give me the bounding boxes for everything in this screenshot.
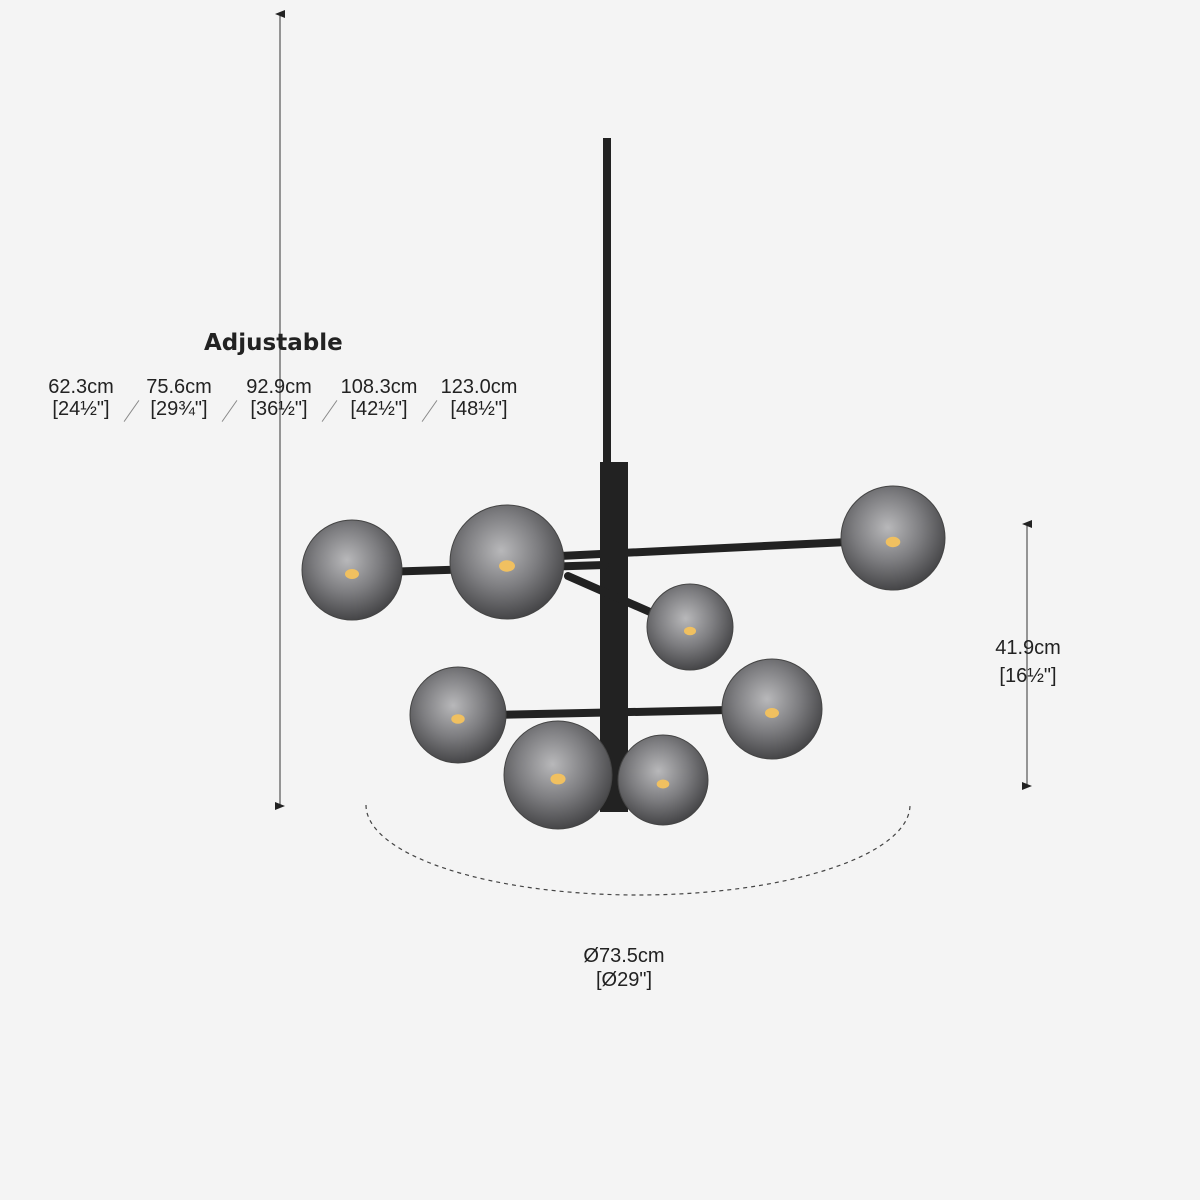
length-option: 62.3cm[24½"] <box>26 376 136 420</box>
body-height-inch: [16½"] <box>999 665 1057 687</box>
bulb <box>451 714 465 724</box>
length-option: 92.9cm[36½"] <box>224 376 334 420</box>
glass-globe <box>646 583 734 671</box>
length-cm: 108.3cm <box>340 376 418 398</box>
length-cm: 92.9cm <box>246 376 312 398</box>
bulb <box>499 560 515 572</box>
length-inch: [36½"] <box>250 398 308 420</box>
diameter-cm: Ø73.5cm <box>583 945 665 967</box>
length-cm: 62.3cm <box>48 376 114 398</box>
bulb <box>656 779 670 789</box>
length-option: 108.3cm[42½"] <box>324 376 434 420</box>
glass-globe <box>617 734 709 826</box>
length-inch: [24½"] <box>52 398 110 420</box>
glass-globe <box>840 485 946 591</box>
length-cm: 75.6cm <box>146 376 212 398</box>
bulb <box>885 536 901 548</box>
diameter-inch: [Ø29"] <box>595 969 652 991</box>
body-height-cm: 41.9cm <box>995 637 1061 659</box>
diameter-arc <box>365 804 911 896</box>
adjustable-title: Adjustable <box>204 330 343 356</box>
glass-globe <box>409 666 507 764</box>
glass-globe <box>721 658 823 760</box>
length-inch: [29¾"] <box>150 398 208 420</box>
bulb <box>683 626 697 636</box>
glass-globe <box>503 720 613 830</box>
diameter-label: Ø73.5cm [Ø29"] <box>564 944 684 992</box>
bulb <box>765 708 779 718</box>
bulb <box>345 569 359 579</box>
bulb <box>550 773 566 785</box>
length-option: 123.0cm[48½"] <box>424 376 534 420</box>
rod <box>603 138 611 468</box>
length-option: 75.6cm[29¾"] <box>124 376 234 420</box>
length-inch: [48½"] <box>450 398 508 420</box>
length-cm: 123.0cm <box>440 376 518 398</box>
body-height-label: 41.9cm [16½"] <box>980 634 1076 690</box>
glass-globe <box>449 504 565 620</box>
length-inch: [42½"] <box>350 398 408 420</box>
glass-globe <box>301 519 403 621</box>
globes <box>301 485 946 830</box>
